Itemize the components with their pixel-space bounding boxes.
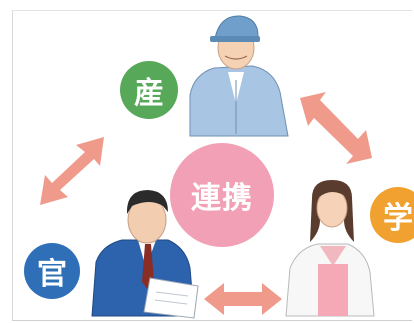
diagram-frame [12,10,412,321]
node-government: 官 [24,243,80,299]
official-figure [91,190,199,319]
double-arrow-government-academia [204,283,282,315]
node-government-label: 官 [37,257,67,292]
worker-figure [189,15,289,137]
double-arrow-industry-academia [300,92,372,164]
researcher-figure [285,180,375,317]
node-academia-label: 学 [383,201,413,236]
center-node: 連携 [170,143,274,247]
double-arrow-government-industry [40,137,104,205]
node-industry-label: 産 [134,76,164,111]
node-industry: 産 [120,61,178,119]
double-arrows [40,92,372,315]
node-academia: 学 [370,187,414,243]
center-label: 連携 [191,181,253,216]
